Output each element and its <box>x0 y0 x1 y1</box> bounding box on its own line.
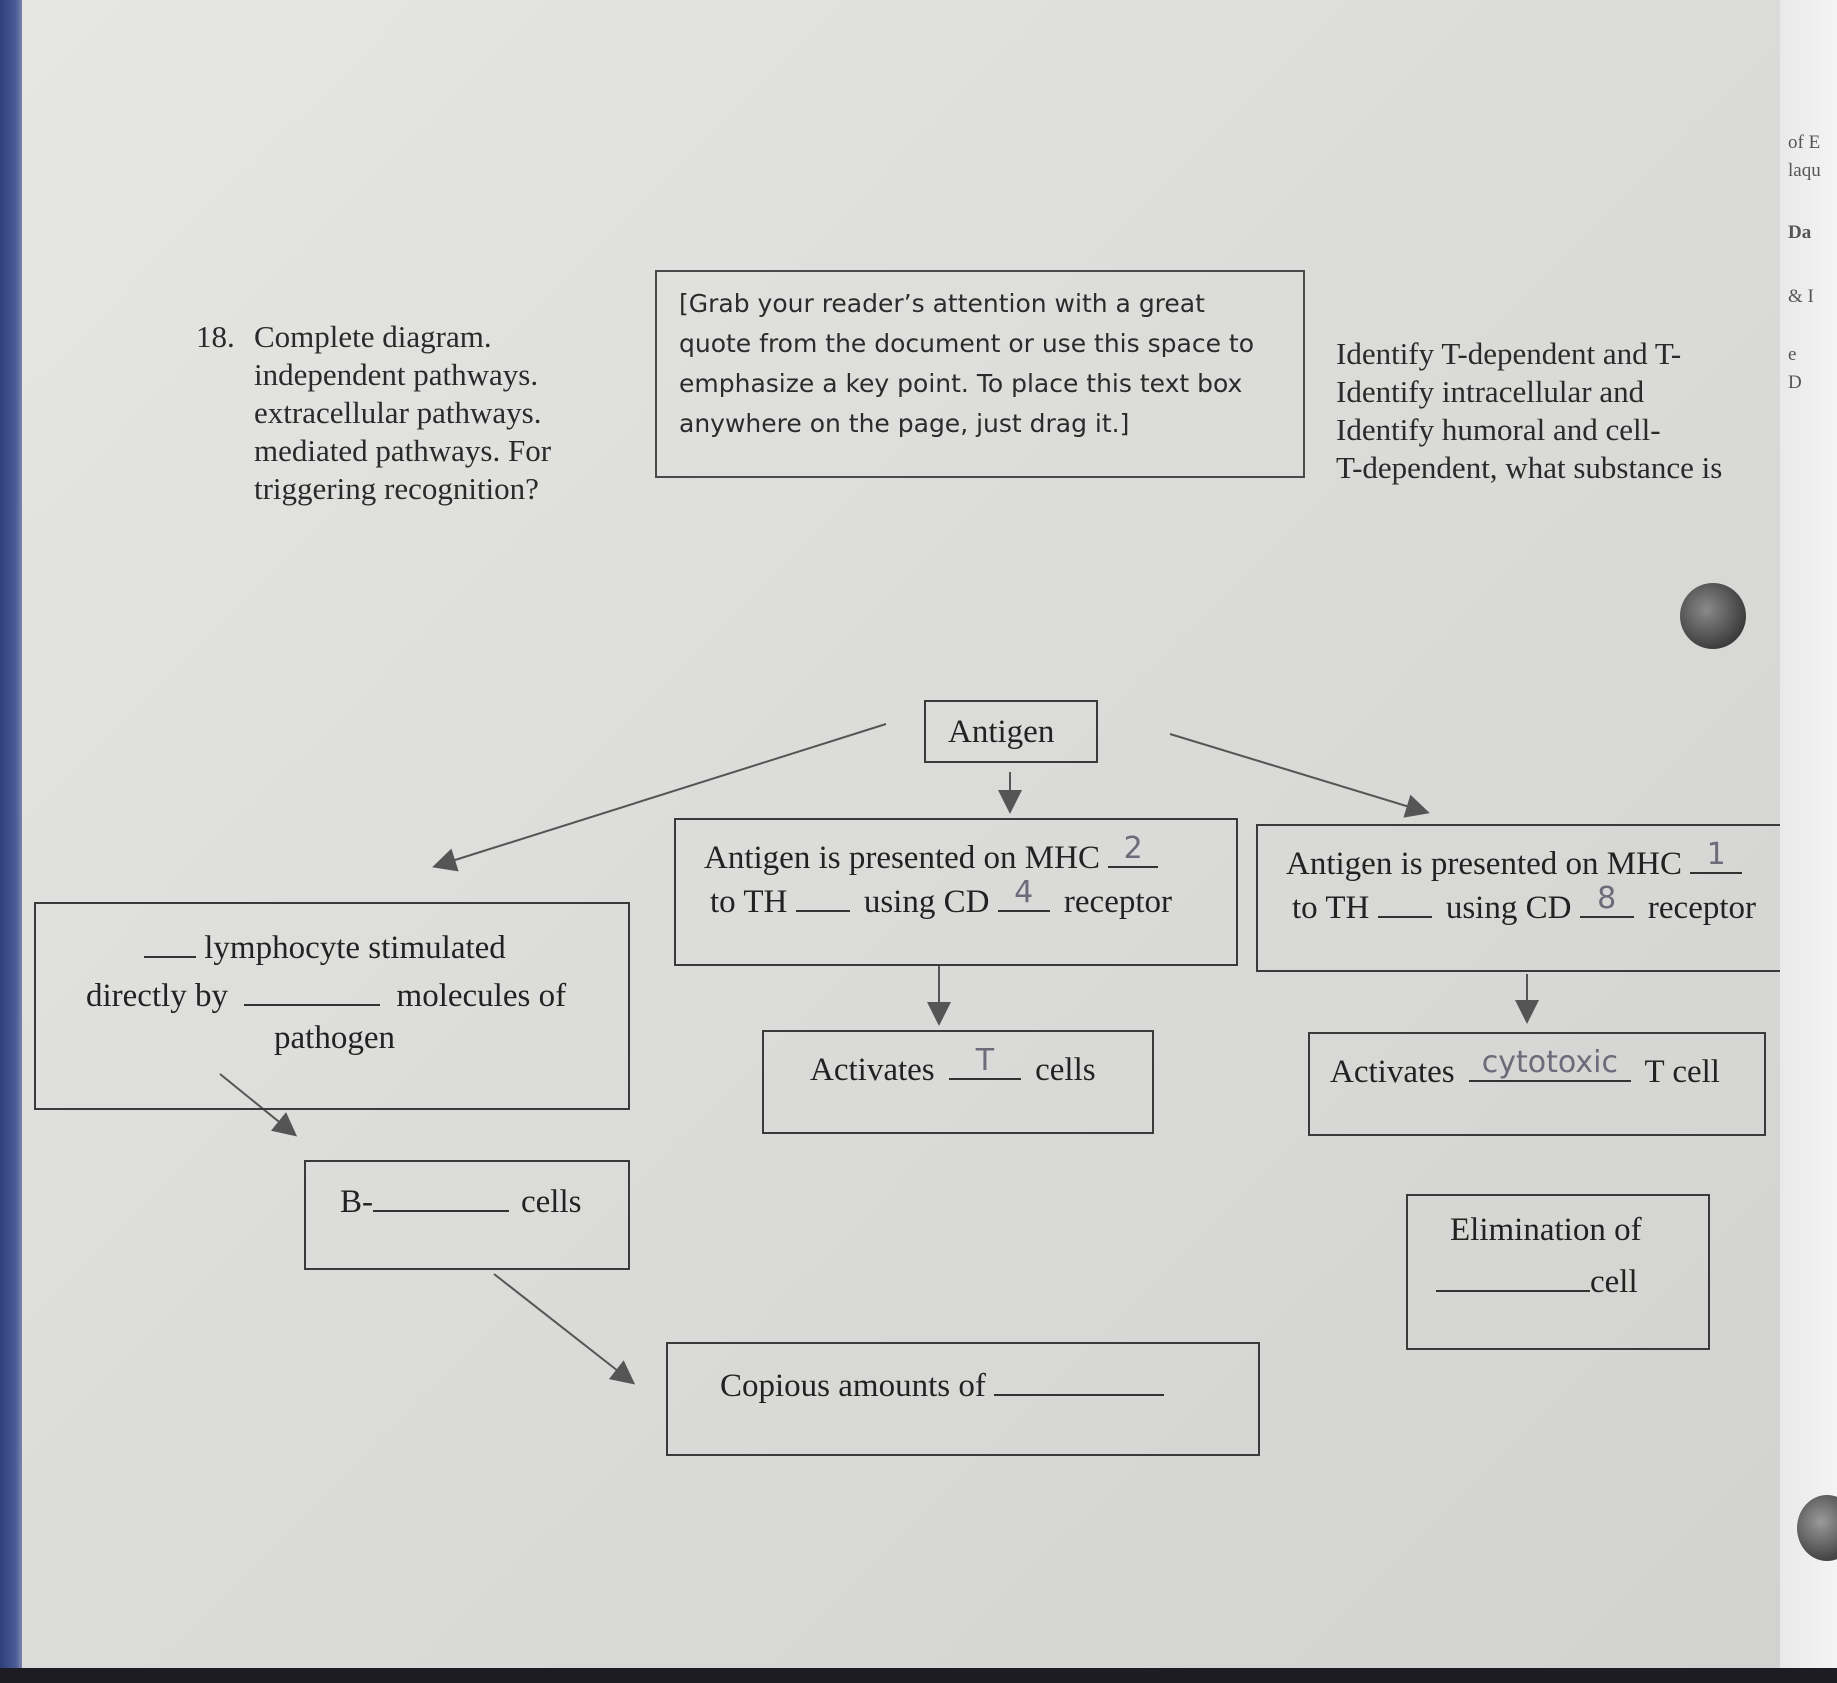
b-lymphocyte-box: lymphocyte stimulated directly by molecu… <box>34 902 630 1110</box>
mid-mhc-line-1: Antigen is presented on MHC 2 <box>704 831 1159 877</box>
quote-line: emphasize a key point. To place this tex… <box>679 369 1243 398</box>
antigen-box: Antigen <box>924 700 1098 763</box>
edge-text: of E <box>1788 132 1821 153</box>
b-cells-blank[interactable] <box>373 1180 509 1212</box>
b-cells-line: B-cells <box>340 1180 581 1221</box>
mid-mhc-answer: 2 <box>1123 831 1143 866</box>
right-activates-blank[interactable]: cytotoxic <box>1468 1045 1631 1082</box>
edge-text: e <box>1788 344 1797 365</box>
elimination-blank[interactable] <box>1436 1260 1590 1292</box>
question-line: extracellular pathways. <box>254 395 542 430</box>
copious-text: Copious amounts of <box>720 1368 986 1404</box>
right-tcell-text: T cell <box>1644 1054 1720 1090</box>
right-receptor-text: receptor <box>1647 890 1757 926</box>
mid-th-text: to TH <box>710 884 788 920</box>
mid-mhc-line-2: to TH using CD 4 receptor <box>710 875 1173 921</box>
activates-cytotoxic-box: Activates cytotoxic T cell <box>1308 1032 1766 1136</box>
mid-cd-text: using CD <box>863 884 990 920</box>
worksheet-page: 18. Complete diagram. independent pathwa… <box>22 0 1802 1668</box>
instructions-right: Identify T-dependent and T- Identify int… <box>1336 335 1802 487</box>
mid-mhc-blank[interactable]: 2 <box>1108 831 1159 868</box>
mid-activates-answer: T <box>975 1043 995 1078</box>
arrow-left-to-bcells <box>219 1073 298 1137</box>
right-th-blank[interactable] <box>1377 886 1432 918</box>
copious-line: Copious amounts of <box>720 1364 1165 1405</box>
mid-cd-answer: 4 <box>1014 875 1034 910</box>
question-line: triggering recognition? <box>254 471 539 506</box>
molecules-blank[interactable] <box>244 974 381 1006</box>
elimination-box: Elimination of cell <box>1406 1194 1710 1350</box>
right-activates-line: Activates cytotoxic T cell <box>1330 1045 1720 1091</box>
left-line-1: lymphocyte stimulated <box>144 926 506 967</box>
adjacent-page-edge: of E laqu Da & I e D <box>1780 0 1837 1668</box>
mid-activates-blank[interactable]: T <box>948 1043 1021 1080</box>
left-text-2b: molecules of <box>396 978 567 1014</box>
right-cd-text: using CD <box>1445 890 1572 926</box>
mhc-i-box: Antigen is presented on MHC 1 to TH usin… <box>1256 824 1802 972</box>
mhc-ii-box: Antigen is presented on MHC 2 to TH usin… <box>674 818 1238 966</box>
question-line: independent pathways. <box>254 357 539 392</box>
binder-hole <box>1797 1495 1837 1561</box>
left-text-1: lymphocyte stimulated <box>204 930 506 966</box>
b-prefix: B- <box>340 1184 373 1220</box>
right-mhc-text: Antigen is presented on MHC <box>1286 846 1682 882</box>
table-edge <box>0 1668 1837 1683</box>
edge-text: laqu <box>1788 160 1821 181</box>
quote-line: anywhere on the page, just drag it.] <box>679 409 1130 438</box>
elimination-line-2: cell <box>1436 1260 1638 1301</box>
right-mhc-answer: 1 <box>1706 837 1726 872</box>
instruction-line: Identify intracellular and <box>1336 374 1645 409</box>
lymphocyte-blank[interactable] <box>144 926 196 958</box>
left-text-3: pathogen <box>274 1020 395 1056</box>
mid-mhc-text: Antigen is presented on MHC <box>704 840 1100 876</box>
quote-line: [Grab your reader’s attention with a gre… <box>679 289 1205 318</box>
left-line-2: directly by molecules of <box>86 974 566 1015</box>
instruction-line: Identify humoral and cell- <box>1336 412 1661 447</box>
mid-activates-line: Activates T cells <box>810 1043 1096 1089</box>
mid-activates-text: Activates <box>810 1052 935 1088</box>
question-line: mediated pathways. For <box>254 433 552 468</box>
edge-text: & I <box>1788 286 1814 307</box>
question-number: 18. <box>196 319 235 354</box>
arrow-antigen-to-left <box>432 723 887 872</box>
binder-edge <box>0 0 26 1683</box>
diagram-arrows <box>219 723 1539 1385</box>
right-th-text: to TH <box>1292 890 1370 926</box>
mid-cd-blank[interactable]: 4 <box>997 875 1050 912</box>
copious-blank[interactable] <box>994 1364 1165 1396</box>
right-mhc-blank[interactable]: 1 <box>1690 837 1743 874</box>
instruction-line: Identify T-dependent and T- <box>1336 336 1682 371</box>
edge-text: Da <box>1788 222 1812 243</box>
binder-hole <box>1680 583 1746 649</box>
arrow-antigen-to-right <box>1169 733 1430 818</box>
activates-t-cells-box: Activates T cells <box>762 1030 1154 1134</box>
question-text: Complete diagram. independent pathways. … <box>254 318 674 508</box>
mid-th-blank[interactable] <box>795 880 850 912</box>
edge-text: D <box>1788 372 1802 393</box>
instruction-line: T-dependent, what substance is <box>1336 450 1723 485</box>
mid-receptor-text: receptor <box>1063 884 1173 920</box>
arrow-bcells-to-copious <box>493 1273 636 1385</box>
b-cells-box: B-cells <box>304 1160 630 1270</box>
copious-box: Copious amounts of <box>666 1342 1260 1456</box>
elimination-text: Elimination of <box>1450 1212 1642 1248</box>
right-mhc-line-2: to TH using CD 8 receptor <box>1292 881 1757 927</box>
right-activates-answer: cytotoxic <box>1481 1045 1618 1080</box>
question-line: Complete diagram. <box>254 319 492 354</box>
elimination-cell-text: cell <box>1590 1264 1638 1300</box>
right-activates-text: Activates <box>1330 1054 1455 1090</box>
right-cd-blank[interactable]: 8 <box>1579 881 1634 918</box>
quote-line: quote from the document or use this spac… <box>679 329 1254 358</box>
mid-cells-text: cells <box>1035 1052 1096 1088</box>
left-text-2a: directly by <box>86 978 229 1014</box>
right-mhc-line-1: Antigen is presented on MHC 1 <box>1286 837 1743 883</box>
b-suffix: cells <box>521 1184 582 1220</box>
right-cd-answer: 8 <box>1597 881 1617 916</box>
pull-quote-textbox[interactable]: [Grab your reader’s attention with a gre… <box>655 270 1305 478</box>
antigen-label: Antigen <box>948 714 1055 750</box>
